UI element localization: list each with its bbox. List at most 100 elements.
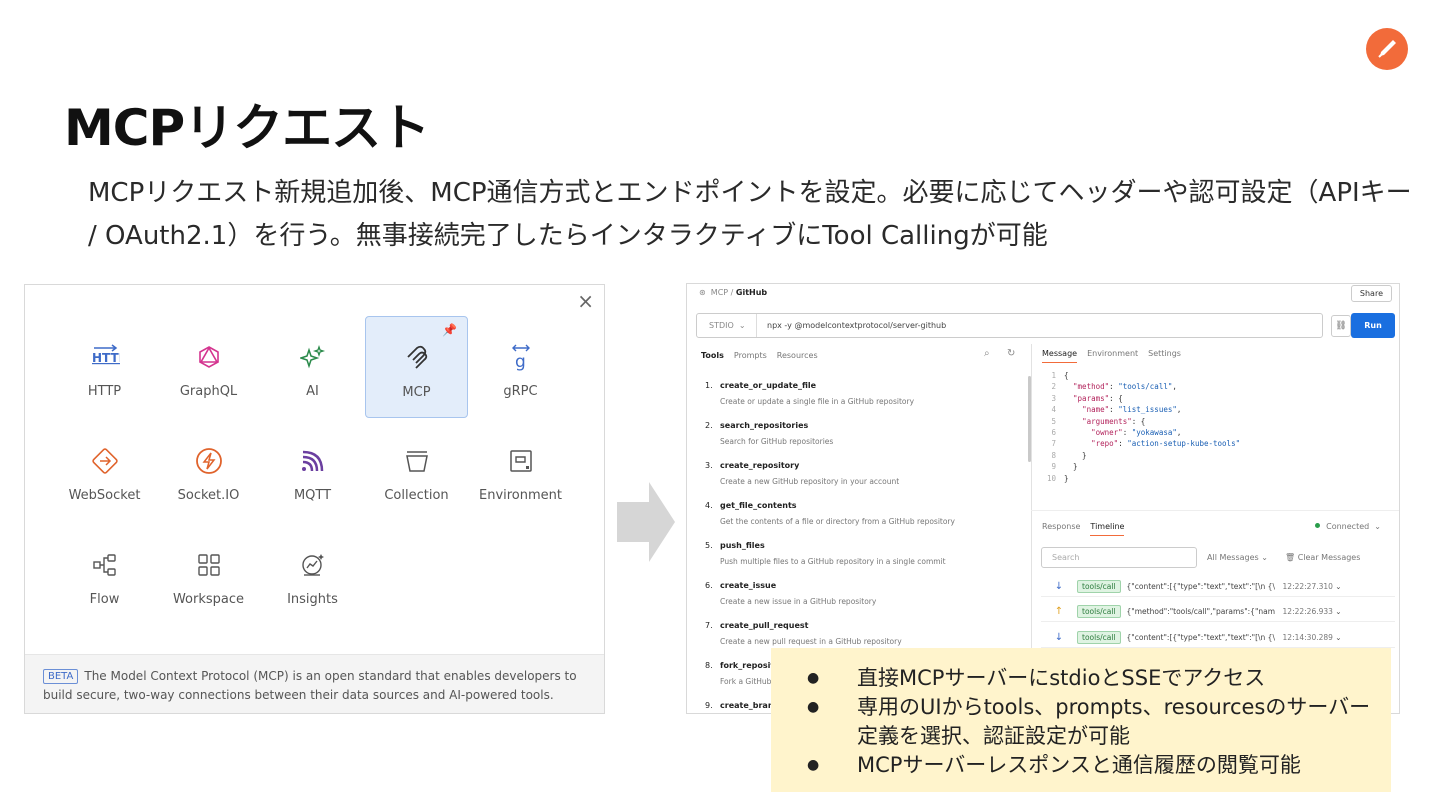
table-row[interactable]: ↓tools/call{"content":[{"type":"text","t… [1041,627,1395,648]
graphql-icon [192,340,226,374]
svg-text:HTTP: HTTP [92,351,120,365]
websocket-icon [88,444,122,478]
refresh-icon[interactable]: ↻ [1007,348,1016,359]
breadcrumb: ⊛ MCP / GitHub [699,288,768,297]
transport-select[interactable]: STDIO ⌄ [697,314,757,337]
breadcrumb-parent[interactable]: MCP [710,288,729,297]
tile-label: HTTP [87,384,122,399]
code-line: 7 "repo": "action-setup-kube-tools" [1051,439,1241,449]
divider [1031,510,1399,511]
code-line: 2 "method": "tools/call", [1051,382,1177,392]
tile-mqtt[interactable]: MQTT [261,420,364,522]
tile-workspace[interactable]: Workspace [157,524,260,626]
tile-label: gRPC [503,384,538,399]
tab-prompts[interactable]: Prompts [733,351,767,360]
tab-timeline[interactable]: Timeline [1090,522,1125,536]
flow-icon [88,548,122,582]
mcp-description-text: The Model Context Protocol (MCP) is an o… [43,669,577,702]
pane-divider[interactable] [1031,344,1032,713]
tab-environment[interactable]: Environment [1087,349,1139,358]
tile-label: Environment [478,488,562,503]
tile-insights[interactable]: Insights [261,524,364,626]
command-bar: STDIO ⌄ npx -y @modelcontextprotocol/ser… [696,313,1323,338]
bullet-item: 専用のUIからtools、prompts、resourcesのサーバー定義を選択… [807,693,1391,751]
run-button[interactable]: Run [1351,313,1395,338]
code-line: 9 } [1051,462,1078,472]
share-button[interactable]: Share [1350,285,1392,302]
ai-sparkle-icon [296,340,330,374]
tile-flow[interactable]: Flow [53,524,156,626]
tab-settings[interactable]: Settings [1148,349,1181,358]
tile-label: Insights [287,592,338,607]
close-icon[interactable]: × [577,289,594,313]
tile-graphql[interactable]: GraphQL [157,316,260,418]
pin-icon[interactable]: 📌 [442,323,457,337]
scrollbar[interactable] [1028,376,1031,462]
list-item[interactable]: 9.create_branch [705,701,784,710]
table-row[interactable]: ↓tools/call{"content":[{"type":"text","t… [1041,576,1395,597]
all-messages-dropdown[interactable]: All Messages ⌄ [1207,553,1268,562]
timeline-search-input[interactable]: Search [1041,547,1197,568]
tile-label: MCP [402,385,431,400]
table-row[interactable]: ↑tools/call{"method":"tools/call","param… [1041,601,1395,622]
right-tabs: Message Environment Settings [1042,349,1181,363]
code-line: 3 "params": { [1051,393,1123,403]
tile-label: MQTT [293,488,332,503]
insights-icon [296,548,330,582]
feature-callout: 直接MCPサーバーにstdioとSSEでアクセス 専用のUIからtools、pr… [771,648,1391,792]
connection-status: Connected ⌄ [1315,522,1381,531]
postman-logo-icon [1366,28,1408,70]
trash-icon: 🗑 [1285,553,1296,562]
beta-badge: BETA [43,669,79,684]
tile-label: WebSocket [68,488,141,503]
code-line: 1{ [1051,371,1069,380]
tab-resources[interactable]: Resources [776,351,818,360]
mqtt-icon [296,444,330,478]
workspace-icon [192,548,226,582]
left-tabs: Tools Prompts Resources [701,351,818,360]
arrow-right-icon [617,482,675,562]
tile-socketio[interactable]: Socket.IO [157,420,260,522]
new-request-panel: × HTTP HTTP GraphQL AI 📌 MCP g gRPC [24,284,605,714]
slide-title: MCPリクエスト [64,99,430,157]
bullet-item: 直接MCPサーバーにstdioとSSEでアクセス [807,664,1391,693]
tile-label: Socket.IO [177,488,240,503]
tile-ai[interactable]: AI [261,316,364,418]
code-line: 4 "name": "list_issues", [1051,405,1182,415]
mcp-icon: ⊛ [699,288,706,297]
tab-message[interactable]: Message [1042,349,1078,363]
tile-label: GraphQL [179,384,238,399]
tile-websocket[interactable]: WebSocket [53,420,156,522]
http-icon: HTTP [88,340,122,374]
tab-response[interactable]: Response [1042,522,1081,531]
tile-mcp[interactable]: 📌 MCP [365,316,468,418]
response-tabs: Response Timeline [1042,522,1125,536]
tile-http[interactable]: HTTP HTTP [53,316,156,418]
message-editor[interactable]: 1{ 2 "method": "tools/call",3 "params": {… [1044,370,1240,484]
search-icon[interactable]: ⌕ [984,348,990,359]
clear-messages-button[interactable]: 🗑 Clear Messages [1285,553,1361,562]
collection-icon [400,444,434,478]
tile-grpc[interactable]: g gRPC [469,316,572,418]
tab-tools[interactable]: Tools [701,351,724,360]
tile-environment[interactable]: Environment [469,420,572,522]
breadcrumb-current: GitHub [735,288,768,297]
link-icon[interactable]: ⛓ [1331,315,1351,337]
mcp-icon [400,341,434,375]
code-line: 8 } [1051,450,1087,460]
slide-subtitle: MCPリクエスト新規追加後、MCP通信方式とエンドポイントを設定。必要に応じてヘ… [88,178,1412,251]
command-input[interactable]: npx -y @modelcontextprotocol/server-gith… [767,321,947,330]
socketio-icon [192,444,226,478]
tile-collection[interactable]: Collection [365,420,468,522]
tile-label: AI [306,384,319,399]
code-line: 6 "owner": "yokawasa", [1051,428,1182,438]
